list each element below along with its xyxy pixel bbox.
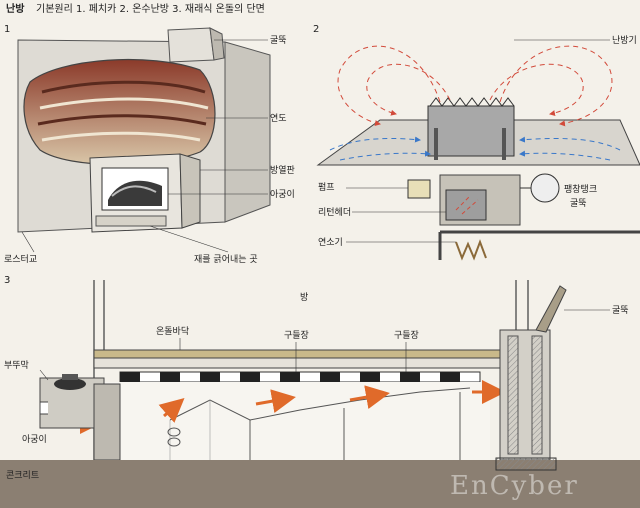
panel-number-1: 1 xyxy=(4,24,10,35)
ash-pit xyxy=(95,215,167,227)
expansion-tank xyxy=(530,173,560,203)
label-chimney-3: 굴뚝 xyxy=(612,305,629,316)
panel-number-3: 3 xyxy=(4,275,10,286)
floor-finish xyxy=(93,349,535,359)
label-chimney-1: 굴뚝 xyxy=(270,35,287,46)
watermark: EnCyber xyxy=(450,471,579,501)
label-return-header: 리턴헤더 xyxy=(318,206,351,218)
label-flue: 연도 xyxy=(270,113,287,124)
label-expansion-tank-sub: 굴뚝 xyxy=(570,198,587,209)
label-room: 방 xyxy=(300,292,308,303)
title-sub: 기본원리 1. 페치카 2. 온수난방 3. 재래식 온돌의 단면 xyxy=(36,3,265,15)
panel-2-hot-water: 2 난방기 펌프 리턴헤더 연소기 팽창탱크 xyxy=(313,24,640,261)
stone-slab-row xyxy=(119,371,481,383)
side-wall xyxy=(224,41,271,223)
label-floor-finish: 온돌바닥 xyxy=(156,326,189,337)
chimney xyxy=(167,27,215,63)
pump xyxy=(407,179,431,199)
panel-number-2: 2 xyxy=(313,24,319,35)
label-radiator: 난방기 xyxy=(612,35,637,46)
label-stone-slab: 구들장 xyxy=(284,330,309,341)
cauldron xyxy=(54,378,86,390)
label-ground: 콘크리트 xyxy=(6,470,39,481)
title-block: 난방 기본원리 1. 페치카 2. 온수난방 3. 재래식 온돌의 단면 xyxy=(6,2,265,15)
label-firebox-wall: 방열판 xyxy=(270,165,295,176)
label-cauldron: 부뚜막 xyxy=(4,360,29,371)
panel-1-fireplace: 1 굴뚝 연도 방열판 아궁이 재를 긁어내는 곳 로스터교 xyxy=(4,24,295,265)
radiator xyxy=(427,105,515,157)
label-gudeul: 구들장 xyxy=(394,330,419,341)
flue-body xyxy=(23,59,216,166)
panel-3-ondol: 3 방 온돌바닥 구들장 구들장 xyxy=(0,275,640,508)
title-main: 난방 xyxy=(6,2,25,15)
label-pump: 펌프 xyxy=(318,181,335,193)
label-firebox-1: 아궁이 xyxy=(270,189,295,200)
label-burner: 연소기 xyxy=(318,237,343,248)
label-bottom-left: 로스터교 xyxy=(4,254,37,265)
label-firebox-3: 아궁이 xyxy=(22,434,47,445)
label-expansion-tank: 팽창탱크 xyxy=(564,184,597,195)
label-ash-pit: 재를 긁어내는 곳 xyxy=(194,254,258,265)
